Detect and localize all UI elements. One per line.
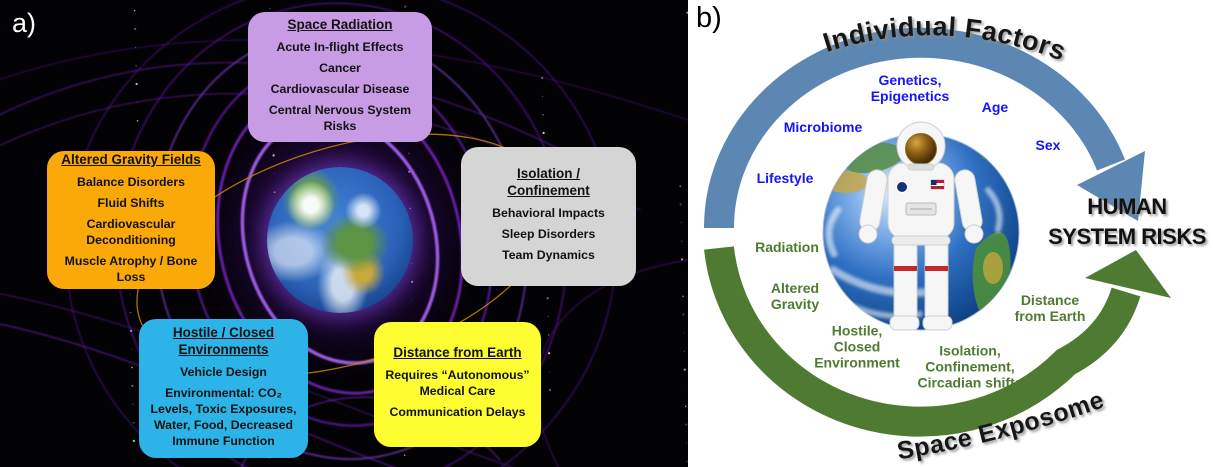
- hazard-item: Balance Disorders: [77, 174, 185, 189]
- factor-genetics-epigenetics: Genetics, Epigenetics: [870, 71, 950, 104]
- hazard-title: Hostile / Closed Environments: [172, 324, 275, 357]
- astronaut-image: [858, 121, 984, 331]
- individual-factors-arrow-icon: [704, 27, 1145, 229]
- hazard-item: Cardiovascular Disease: [270, 81, 410, 96]
- hazard-item: Sleep Disorders: [501, 227, 596, 242]
- panel-a-hazards: a) Space Radiation Acute In-flight Effec…: [0, 0, 688, 467]
- exposome-diagram: Individual Factors Space Exposome: [704, 11, 1171, 465]
- hazard-box-hostile-closed-environments: Hostile / Closed Environments Vehicle De…: [139, 319, 308, 458]
- hazard-item: Team Dynamics: [502, 248, 595, 263]
- hazard-box-isolation-confinement: Isolation / Confinement Behavioral Impac…: [461, 147, 636, 286]
- hazard-title: Isolation / Confinement: [507, 166, 590, 199]
- hazard-item: Communication Delays: [389, 405, 526, 420]
- risks-line-2: SYSTEM RISKS: [1048, 224, 1206, 250]
- hazard-item: Cardiovascular Deconditioning: [86, 216, 176, 247]
- factor-age: Age: [981, 98, 1009, 115]
- hazard-item: Cancer: [319, 60, 361, 75]
- earth-image: [267, 167, 413, 313]
- hazard-box-distance-from-earth: Distance from Earth Requires “Autonomous…: [374, 322, 541, 447]
- hazard-item: Acute In-flight Effects: [276, 39, 404, 54]
- factor-sex: Sex: [1035, 136, 1061, 153]
- space-exposome-arrow-icon: [704, 246, 1171, 437]
- hazard-item: Behavioral Impacts: [492, 206, 605, 221]
- exposome-altered-gravity: Altered Gravity: [770, 279, 820, 312]
- hazard-item: Vehicle Design: [180, 364, 267, 379]
- hazard-title: Distance from Earth: [393, 345, 522, 361]
- hazard-item: Requires “Autonomous” Medical Care: [385, 368, 530, 399]
- hazard-title: Space Radiation: [287, 16, 393, 32]
- hazard-title: Altered Gravity Fields: [61, 151, 201, 167]
- exposome-hostile-closed-environment: Hostile, Closed Environment: [814, 322, 900, 372]
- exposome-radiation: Radiation: [755, 238, 819, 255]
- hazard-item: Environmental: CO₂ Levels, Toxic Exposur…: [150, 385, 297, 448]
- hazard-box-space-radiation: Space Radiation Acute In-flight Effects …: [248, 12, 432, 142]
- factor-microbiome: Microbiome: [783, 118, 863, 135]
- hazard-item: Fluid Shifts: [97, 195, 165, 210]
- factor-lifestyle: Lifestyle: [756, 169, 814, 186]
- panel-b-label: b): [696, 2, 722, 34]
- hazard-box-altered-gravity: Altered Gravity Fields Balance Disorders…: [47, 151, 215, 289]
- exposome-isolation-confinement: Isolation, Confinement, Circadian shifts: [917, 342, 1023, 392]
- panel-a-label: a): [12, 8, 37, 38]
- hazard-item: Central Nervous System Risks: [268, 102, 412, 133]
- human-system-risks-title: HUMAN SYSTEM RISKS: [1041, 192, 1213, 253]
- risks-line-1: HUMAN: [1087, 194, 1167, 219]
- hazard-item: Muscle Atrophy / Bone Loss: [64, 253, 198, 284]
- panel-b-exposome: Individual Factors Space Exposome b) Gen…: [688, 0, 1213, 467]
- exposome-distance-from-earth: Distance from Earth: [1014, 291, 1086, 324]
